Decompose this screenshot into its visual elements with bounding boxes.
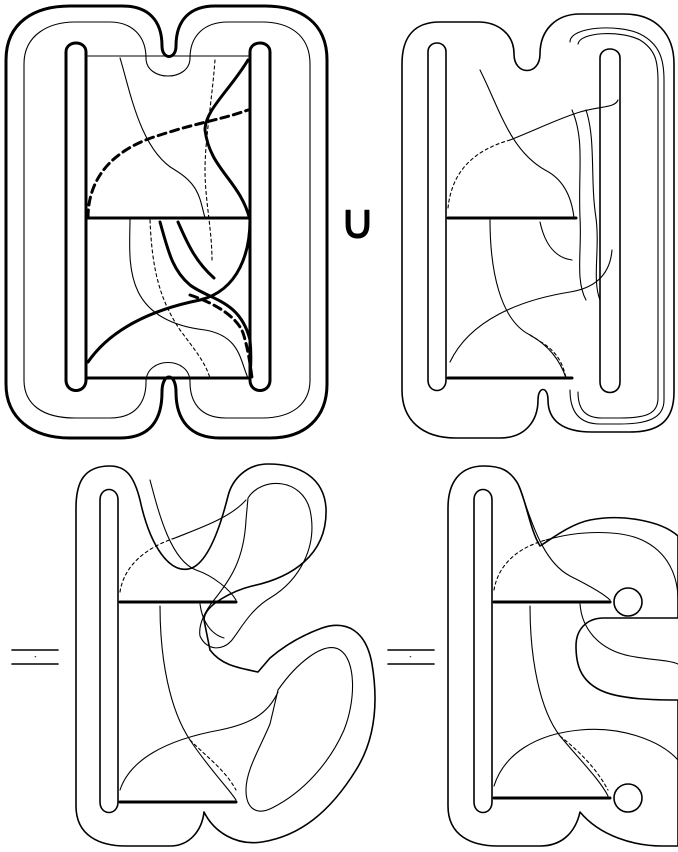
strand-a — [480, 70, 574, 218]
heavy-curve-mid — [88, 220, 250, 362]
panel-top-right — [402, 14, 674, 438]
equals-1-label: = — [35, 656, 36, 658]
strand-b — [205, 60, 215, 260]
lower-small-circle — [614, 784, 642, 812]
strand-c — [160, 606, 236, 800]
outer-boundary — [448, 466, 678, 846]
panel-top-left — [6, 6, 327, 438]
strand-dotted-bottom — [190, 740, 236, 790]
strand-c — [530, 606, 608, 796]
outer-boundary — [402, 14, 674, 438]
nested-loop-outer — [570, 28, 664, 424]
twist-left — [572, 110, 586, 300]
union-operator: ∪ — [340, 194, 375, 250]
upper-dashed-arc — [88, 110, 248, 218]
strand-top-right — [510, 100, 618, 140]
lower-dashed-arc — [190, 295, 252, 378]
twist-right — [586, 110, 600, 300]
upper-lobe — [200, 483, 312, 647]
strand-dotted-top — [120, 538, 175, 592]
panel-bottom-right — [448, 466, 678, 846]
strand-upper-arc — [580, 604, 678, 664]
equals-2-label: = — [410, 656, 411, 658]
left-band — [66, 43, 86, 391]
strand-top — [175, 500, 246, 538]
strand-cross — [120, 692, 278, 790]
strand-cross — [494, 729, 678, 786]
right-band — [250, 43, 270, 391]
left-band — [100, 490, 118, 813]
nested-loop-inner — [578, 34, 658, 418]
panel-bottom-left — [76, 464, 375, 846]
strand-dotted-top — [494, 540, 546, 590]
strand-dotted-bottom — [530, 335, 566, 378]
equals-operator-1: = — [12, 650, 58, 664]
heavy-curve-short — [178, 222, 214, 278]
outer-boundary — [6, 6, 327, 438]
left-band — [428, 43, 446, 391]
strand-top-loop — [546, 533, 678, 601]
strand-cross — [450, 250, 612, 362]
right-band — [600, 49, 620, 393]
equals-operator-2: = — [388, 650, 434, 664]
upper-small-circle — [614, 588, 642, 616]
strand-a — [120, 58, 205, 218]
strand-c — [490, 220, 566, 378]
strand-a — [518, 484, 610, 600]
strand-a — [150, 480, 236, 600]
strand-short — [540, 222, 572, 260]
heavy-curve-top — [205, 60, 250, 220]
left-band — [474, 490, 492, 813]
strand-dotted-top — [448, 140, 510, 208]
lower-lobe — [246, 648, 353, 811]
